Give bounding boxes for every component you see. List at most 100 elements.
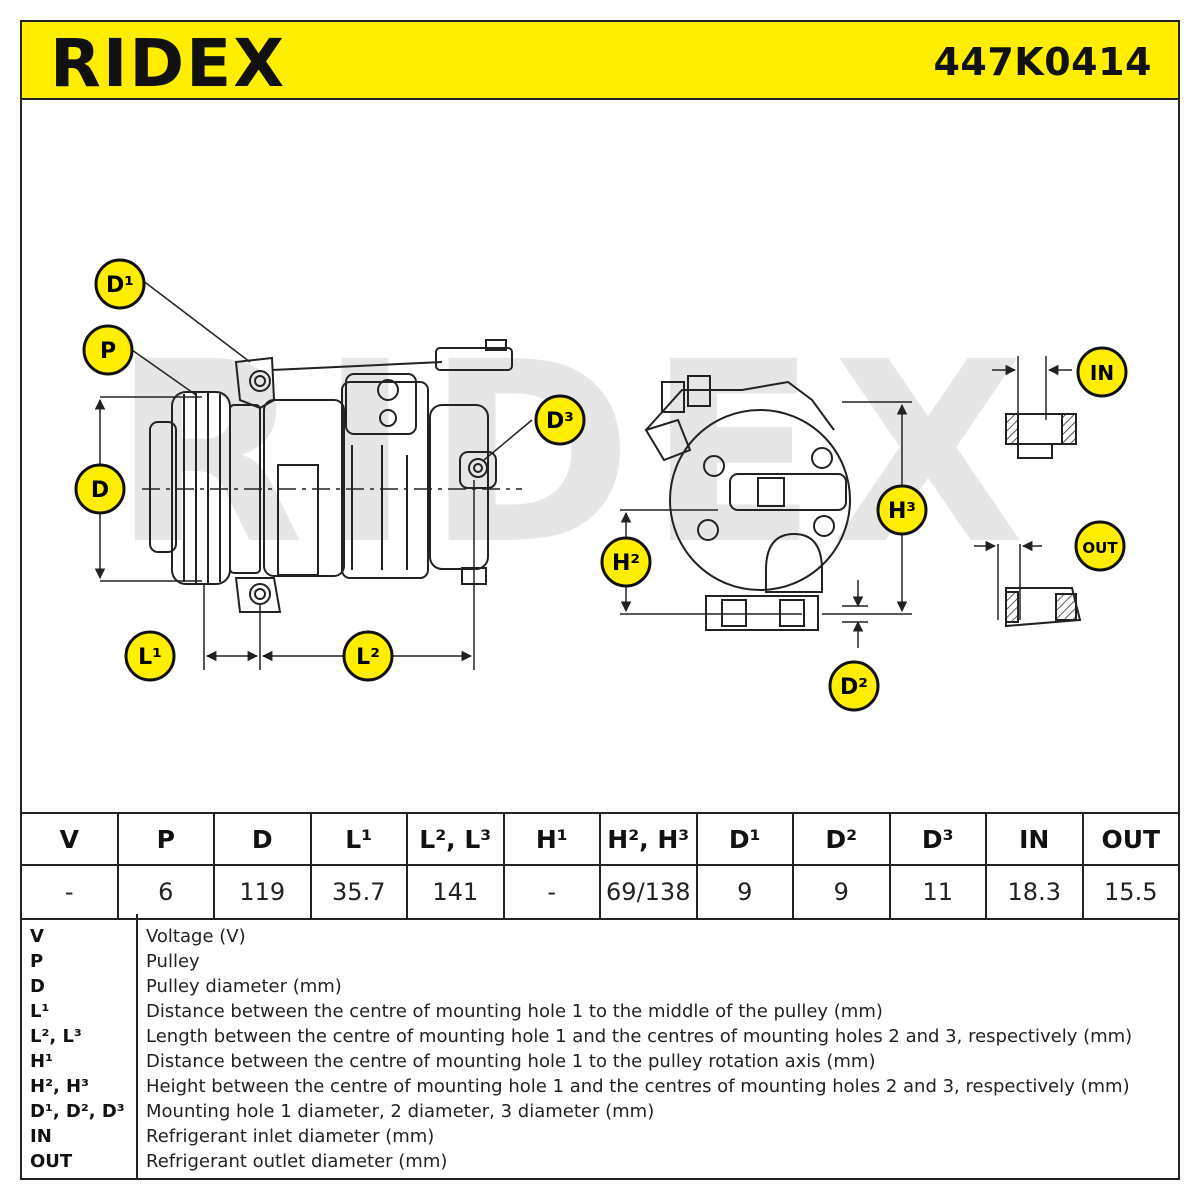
spec-header-cell: V [20, 812, 119, 866]
mount-bracket-bottom [234, 577, 282, 613]
rear-housing [669, 409, 851, 591]
spec-value-cell: 141 [406, 864, 505, 920]
legend-text: Pulley diameter (mm) [146, 976, 342, 997]
technical-drawing: RIDEX [74, 258, 1128, 712]
legend-text: Refrigerant inlet diameter (mm) [146, 1126, 435, 1147]
compressor-side-view [142, 339, 522, 613]
mount-hole-3 [468, 458, 488, 478]
spec-value-cell: 9 [792, 864, 891, 920]
legend-row: V Voltage (V) [22, 924, 1178, 949]
spec-header-cell: D [213, 812, 312, 866]
spec-value-cell: 15.5 [1081, 864, 1180, 920]
legend-row: L¹ Distance between the centre of mountin… [22, 999, 1178, 1024]
legend-row: H², H³ Height between the centre of mount… [22, 1074, 1178, 1099]
callouts: D¹ P D L¹ L² D³ H² H³ D² IN OUT [74, 258, 1128, 712]
spec-value-cell: - [20, 864, 119, 920]
pulley-front [149, 421, 177, 553]
legend-row: OUT Refrigerant outlet diameter (mm) [22, 1149, 1178, 1174]
spec-header-cell: D¹ [695, 812, 794, 866]
spec-value-cell: - [502, 864, 601, 920]
svg-text:IN: IN [1090, 361, 1114, 385]
svg-text:H³: H³ [888, 499, 916, 524]
legend-key: H¹ [30, 1051, 53, 1072]
legend-text: Distance between the centre of mounting … [146, 1001, 883, 1022]
spec-header-cell: H¹ [502, 812, 601, 866]
electric-connector [435, 347, 513, 371]
svg-text:D: D [91, 478, 109, 503]
spec-value-cell: 6 [116, 864, 215, 920]
svg-text:D²: D² [840, 675, 868, 700]
legend-key: H², H³ [30, 1076, 90, 1097]
rear-outlet [765, 532, 823, 593]
legend-row: D Pulley diameter (mm) [22, 974, 1178, 999]
legend-key: D¹, D², D³ [30, 1101, 125, 1122]
legend-key: OUT [30, 1151, 73, 1172]
spec-value-cell: 69/138 [599, 864, 698, 920]
callout-h3: H³ [876, 484, 928, 536]
callout-h2: H² [600, 536, 652, 588]
legend-key: P [30, 951, 44, 972]
legend-text: Voltage (V) [146, 926, 246, 947]
port-fitting-1 [661, 381, 685, 413]
callout-d2: D² [828, 660, 880, 712]
callout-p: P [82, 324, 134, 376]
svg-text:L¹: L¹ [138, 645, 162, 670]
svg-text:L²: L² [356, 645, 380, 670]
legend-row: D¹, D², D³ Mounting hole 1 diameter, 2 di… [22, 1099, 1178, 1124]
spec-header-cell: P [116, 812, 215, 866]
callout-in: IN [1076, 346, 1128, 398]
legend-text: Height between the centre of mounting ho… [146, 1076, 1130, 1097]
callout-d1: D¹ [94, 258, 146, 310]
legend-text: Mounting hole 1 diameter, 2 diameter, 3 … [146, 1101, 655, 1122]
mount-hole-1 [249, 370, 271, 392]
spec-value-cell: 119 [213, 864, 312, 920]
spec-header-cell: D³ [888, 812, 987, 866]
rear-mount-base [705, 595, 819, 631]
legend-row: P Pulley [22, 949, 1178, 974]
legend-text: Refrigerant outlet diameter (mm) [146, 1151, 448, 1172]
svg-text:OUT: OUT [1082, 539, 1118, 557]
svg-text:D¹: D¹ [106, 273, 134, 298]
legend-text: Distance between the centre of mounting … [146, 1051, 876, 1072]
port-block [345, 373, 417, 435]
legend-divider [136, 914, 138, 1178]
spec-value-cell: 9 [695, 864, 794, 920]
ridex-logo: RIDEX [50, 26, 286, 98]
legend-key: L², L³ [30, 1026, 82, 1047]
spec-header-cell: IN [985, 812, 1084, 866]
spec-value-cell: 35.7 [309, 864, 408, 920]
mount-rear [459, 451, 497, 489]
callout-l1: L¹ [124, 630, 176, 682]
header-bar: RIDEX 447K0414 [20, 20, 1180, 100]
spec-value-cell: 18.3 [985, 864, 1084, 920]
spec-header-cell: L¹ [309, 812, 408, 866]
rear-plate [729, 473, 847, 511]
wire [271, 361, 443, 371]
logo-text: RIDEX [50, 26, 286, 98]
watermark: RIDEX [112, 308, 1039, 599]
spec-value-cell: 11 [888, 864, 987, 920]
legend-key: D [30, 976, 45, 997]
legend-row: IN Refrigerant inlet diameter (mm) [22, 1124, 1178, 1149]
legend-row: L², L³ Length between the centre of mount… [22, 1024, 1178, 1049]
callout-out: OUT [1074, 520, 1126, 572]
spec-header-cell: D² [792, 812, 891, 866]
svg-text:H²: H² [612, 551, 640, 576]
legend-key: IN [30, 1126, 52, 1147]
legend-text: Pulley [146, 951, 200, 972]
legend-text: Length between the centre of mounting ho… [146, 1026, 1133, 1047]
spec-header-cell: H², H³ [599, 812, 698, 866]
fittings [974, 356, 1082, 628]
callout-d3: D³ [534, 394, 586, 446]
callout-d: D [74, 463, 126, 515]
legend-key: L¹ [30, 1001, 50, 1022]
legend-key: V [30, 926, 44, 947]
svg-text:P: P [100, 339, 116, 364]
port-fitting-2 [687, 375, 711, 407]
callout-l2: L² [342, 630, 394, 682]
spec-header-cell: OUT [1081, 812, 1180, 866]
